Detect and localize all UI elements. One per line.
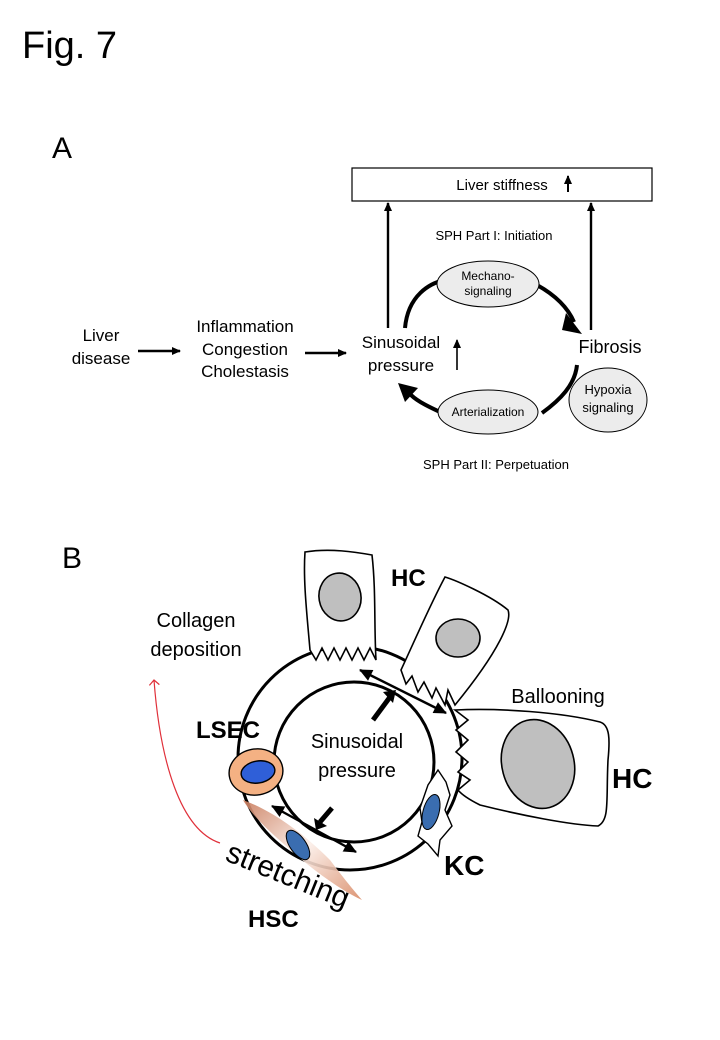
liver-stiffness-text: Liver stiffness: [456, 177, 547, 194]
fibrosis-text: Fibrosis: [578, 337, 641, 357]
lsec-cell: [228, 748, 284, 796]
kupffer-cell: [417, 768, 453, 858]
cause-congestion: Congestion: [202, 340, 288, 359]
ballooning-label: Ballooning: [511, 686, 604, 708]
kc-label: KC: [444, 850, 484, 881]
oval-arterialization: Arterialization: [437, 389, 539, 435]
double-arrow-lower: [271, 804, 357, 854]
cycle-arc-top-right: [536, 283, 576, 323]
oval-hypoxia-signaling: Hypoxia signaling: [568, 367, 648, 433]
svg-text:Hypoxia: Hypoxia: [585, 382, 633, 397]
hc-right-label: HC: [612, 763, 652, 794]
cycle-arrowhead-fibrosis: [562, 313, 582, 334]
hepatocyte-ballooning-nucleus: [500, 718, 576, 810]
cause-inflammation: Inflammation: [196, 317, 293, 336]
figure-label: Fig. 7: [22, 25, 117, 67]
collagen-line2: deposition: [150, 639, 241, 661]
cycle-arrowhead-pressure: [398, 383, 418, 402]
cycle-arc-bottom-right: [540, 364, 579, 415]
hsc-label: HSC: [248, 906, 299, 933]
hepatocyte-ballooning: [452, 708, 610, 827]
hepatocyte-tilted-nucleus: [435, 618, 481, 658]
oval-mechano-signaling: Mechano- signaling: [436, 260, 540, 308]
hepatocyte-top-nucleus: [318, 572, 362, 622]
lsec-label: LSEC: [196, 717, 260, 744]
panel-b-label: B: [62, 542, 82, 575]
initiation-label: SPH Part I: Initiation: [435, 228, 552, 243]
hc-top-label: HC: [391, 565, 426, 592]
sinusoidal-pressure-line2: pressure: [368, 356, 434, 375]
hepatocyte-tilted: [400, 576, 510, 708]
double-arrow-upper: [359, 668, 447, 715]
stretching-label: stretching: [221, 836, 354, 915]
panel-a: A Liver stiffness SPH Part I: Initiation…: [52, 132, 653, 472]
b-pressure-line1: Sinusoidal: [311, 731, 403, 753]
liver-disease-line1: Liver: [83, 326, 120, 345]
b-pressure-line2: pressure: [318, 760, 396, 782]
lsec-nucleus: [240, 760, 276, 784]
liver-disease-line2: disease: [72, 349, 131, 368]
kupffer-cell-nucleus: [421, 793, 441, 831]
cause-cholestasis: Cholestasis: [201, 362, 289, 381]
svg-text:signaling: signaling: [582, 400, 633, 415]
cycle-arc-bottom-left: [406, 390, 441, 414]
svg-text:Arterialization: Arterialization: [452, 405, 525, 419]
svg-text:Mechano-: Mechano-: [461, 269, 514, 283]
perpetuation-label: SPH Part II: Perpetuation: [423, 457, 569, 472]
hepatocyte-top: [303, 549, 377, 662]
sinusoidal-pressure-line1: Sinusoidal: [362, 333, 440, 352]
svg-text:signaling: signaling: [464, 284, 511, 298]
collagen-line1: Collagen: [157, 610, 236, 632]
liver-stiffness-box: Liver stiffness: [351, 167, 653, 202]
svg-text:Liver stiffness: Liver stiffness: [456, 177, 547, 194]
panel-b: B Collagen deposition HC Ballooning HC: [62, 542, 652, 933]
collagen-arrow: [148, 679, 221, 844]
panel-a-label: A: [52, 132, 72, 165]
